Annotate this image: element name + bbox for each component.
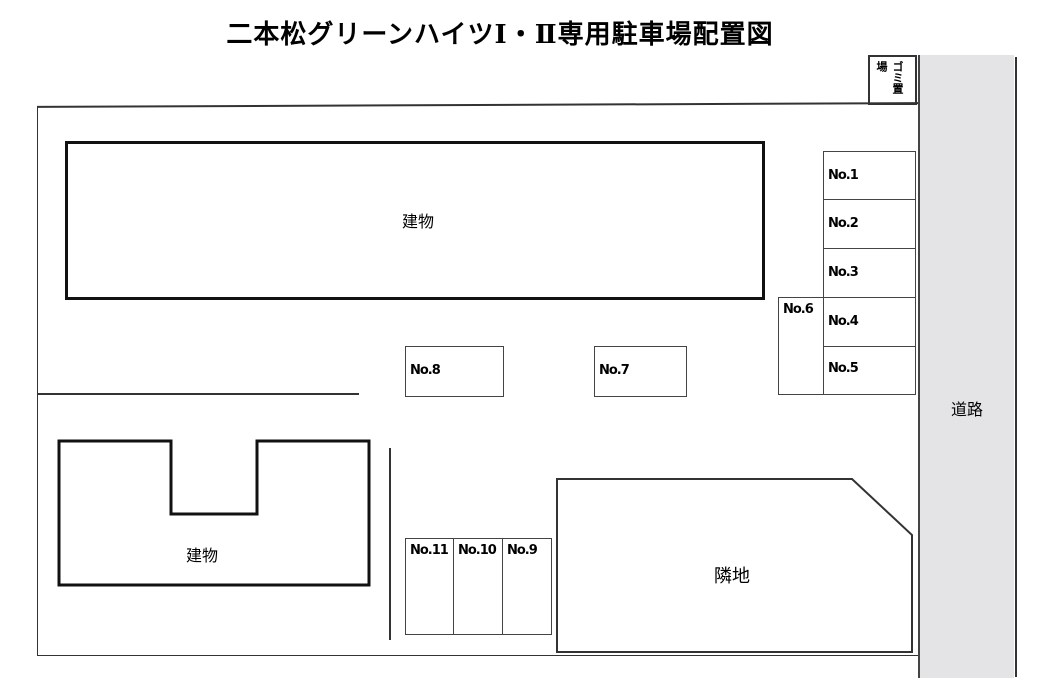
parking-slot-5: No.5 [823,346,916,395]
divider-vertical [389,448,391,640]
slot-label: No.2 [828,216,859,231]
building-south-label: 建物 [186,546,219,565]
slot-label: No.8 [410,363,441,378]
neighbor-lot [556,478,913,653]
parking-slot-8: No.8 [405,346,504,397]
parking-slot-9: No.9 [502,538,552,635]
slot-label: No.10 [458,543,497,558]
divider-horizontal [37,393,359,395]
garbage-label: ゴミ置場 [875,61,904,94]
parking-slot-1: No.1 [823,151,916,200]
slot-label: No.5 [828,361,859,376]
parking-slot-3: No.3 [823,248,916,298]
lot-bottom-edge [37,655,918,656]
slot-label: No.6 [783,302,814,317]
road [918,55,1014,678]
parking-slot-2: No.2 [823,199,916,249]
slot-label: No.1 [828,168,859,183]
road-label: 道路 [951,400,984,419]
slot-label: No.11 [410,543,449,558]
parking-slot-7: No.7 [594,346,687,397]
building-north-label: 建物 [402,212,435,231]
road-edge [1015,57,1017,677]
neighbor-label: 隣地 [714,566,750,587]
parking-slot-6: No.6 [778,297,824,395]
slot-label: No.9 [507,543,538,558]
slot-label: No.4 [828,314,859,329]
parking-slot-10: No.10 [453,538,503,635]
parking-slot-4: No.4 [823,297,916,347]
building-north [65,141,765,300]
lot-left-edge [37,106,38,655]
slot-label: No.3 [828,265,859,280]
page-title: 二本松グリーンハイツⅠ・Ⅱ専用駐車場配置図 [226,20,774,50]
slot-label: No.7 [599,363,630,378]
parking-slot-11: No.11 [405,538,454,635]
